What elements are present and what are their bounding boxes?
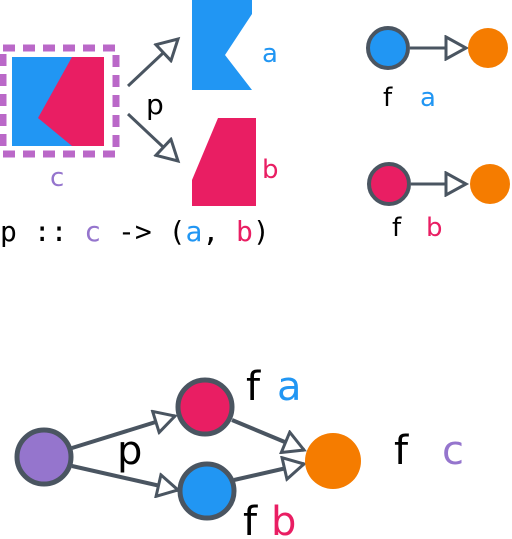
arrow-to-a bbox=[126, 39, 178, 88]
node-fa-input bbox=[366, 26, 410, 70]
label-a-top1: a bbox=[420, 83, 436, 113]
composite-dashed-border bbox=[0, 44, 120, 158]
label-b-top2: b bbox=[426, 213, 443, 243]
label-f-top1: f bbox=[383, 83, 393, 113]
sig-comma: , bbox=[202, 215, 236, 248]
arrow-c-to-blue bbox=[71, 464, 178, 490]
label-p-bottom: p bbox=[117, 428, 142, 474]
sig-prefix: p :: bbox=[0, 215, 84, 248]
arrow-red-to-orange bbox=[231, 418, 304, 450]
arrow-c-to-red bbox=[71, 416, 175, 450]
label-f-bottom-c: f bbox=[394, 428, 409, 474]
label-a-bottom: a bbox=[277, 364, 302, 410]
label-b-bottom: b bbox=[271, 499, 296, 539]
node-fb-output bbox=[470, 164, 510, 204]
label-c: c bbox=[50, 163, 64, 193]
arrow-blue-to-orange bbox=[233, 464, 304, 482]
sig-c: c bbox=[84, 215, 101, 248]
label-b: b bbox=[262, 155, 279, 185]
label-a: a bbox=[262, 39, 278, 69]
node-fb-input bbox=[367, 162, 411, 206]
label-p-top: p bbox=[146, 88, 164, 121]
composite-c-shape bbox=[0, 44, 120, 158]
label-c-bottom: c bbox=[442, 428, 464, 474]
label-f-bottom-a: f bbox=[246, 364, 261, 410]
node-c-bottom bbox=[14, 427, 74, 487]
label-f-top2: f bbox=[392, 213, 402, 243]
sig-close: ) bbox=[253, 215, 270, 248]
sig-b: b bbox=[236, 215, 253, 248]
sig-a: a bbox=[185, 215, 202, 248]
type-signature: p :: c -> (a, b) bbox=[0, 215, 270, 248]
red-part bbox=[38, 57, 104, 146]
shape-b bbox=[192, 118, 256, 206]
node-blue-bottom bbox=[177, 461, 237, 521]
sig-arrow: -> ( bbox=[101, 215, 185, 248]
arrow-to-b bbox=[126, 112, 178, 161]
node-red-bottom bbox=[175, 377, 235, 437]
label-f-bottom-b: f bbox=[243, 499, 258, 539]
node-fa-output bbox=[468, 28, 508, 68]
shape-a bbox=[192, 0, 252, 90]
node-orange-bottom bbox=[305, 433, 361, 489]
